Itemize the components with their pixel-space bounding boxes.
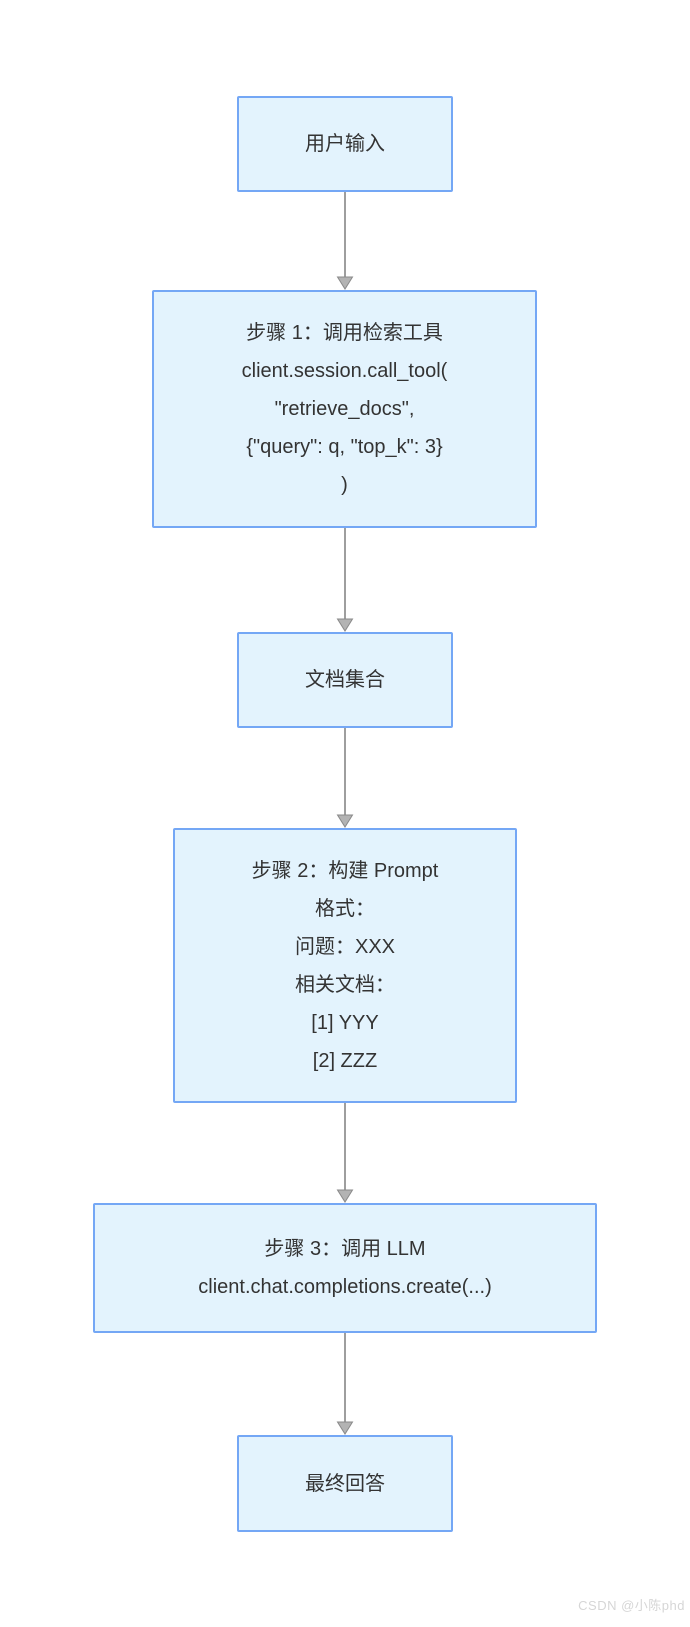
- node-code-line: ): [341, 474, 348, 496]
- node-label: 用户输入: [305, 133, 385, 155]
- flow-arrow-down-icon: [336, 192, 354, 290]
- node-text-line: 问题：XXX: [294, 935, 396, 958]
- node-text-line: [1] YYY: [311, 1011, 379, 1034]
- node-text-line: [2] ZZZ: [312, 1049, 378, 1072]
- flow-node-step1-call-retrieval-tool: 步骤 1：调用检索工具 client.session.call_tool( "r…: [152, 290, 537, 528]
- node-code-line: client.chat.completions.create(...): [198, 1276, 492, 1298]
- node-label: 最终回答: [305, 1472, 385, 1495]
- node-title: 步骤 1：调用检索工具: [246, 322, 443, 344]
- watermark: CSDN @小陈phd: [578, 1598, 685, 1613]
- flow-node-final-answer: 最终回答: [237, 1435, 453, 1532]
- flow-node-step2-build-prompt: 步骤 2：构建 Prompt 格式： 问题：XXX 相关文档： [1] YYY …: [173, 828, 517, 1103]
- node-text-line: 相关文档：: [295, 973, 395, 996]
- node-title: 步骤 2：构建 Prompt: [251, 859, 439, 882]
- node-text-line: 格式：: [315, 897, 375, 920]
- flow-arrow-down-icon: [336, 728, 354, 828]
- flow-node-document-collection: 文档集合: [237, 632, 453, 728]
- flow-node-step3-call-llm: 步骤 3：调用 LLM client.chat.completions.crea…: [93, 1203, 597, 1333]
- node-code-line: client.session.call_tool(: [241, 360, 448, 382]
- flow-arrow-down-icon: [336, 528, 354, 632]
- node-code-line: "retrieve_docs",: [274, 398, 415, 420]
- node-code-line: {"query": q, "top_k": 3}: [246, 436, 443, 458]
- flow-node-user-input: 用户输入: [237, 96, 453, 192]
- flow-arrow-down-icon: [336, 1103, 354, 1203]
- node-label: 文档集合: [305, 669, 385, 691]
- node-title: 步骤 3：调用 LLM: [264, 1238, 426, 1260]
- flow-arrow-down-icon: [336, 1333, 354, 1435]
